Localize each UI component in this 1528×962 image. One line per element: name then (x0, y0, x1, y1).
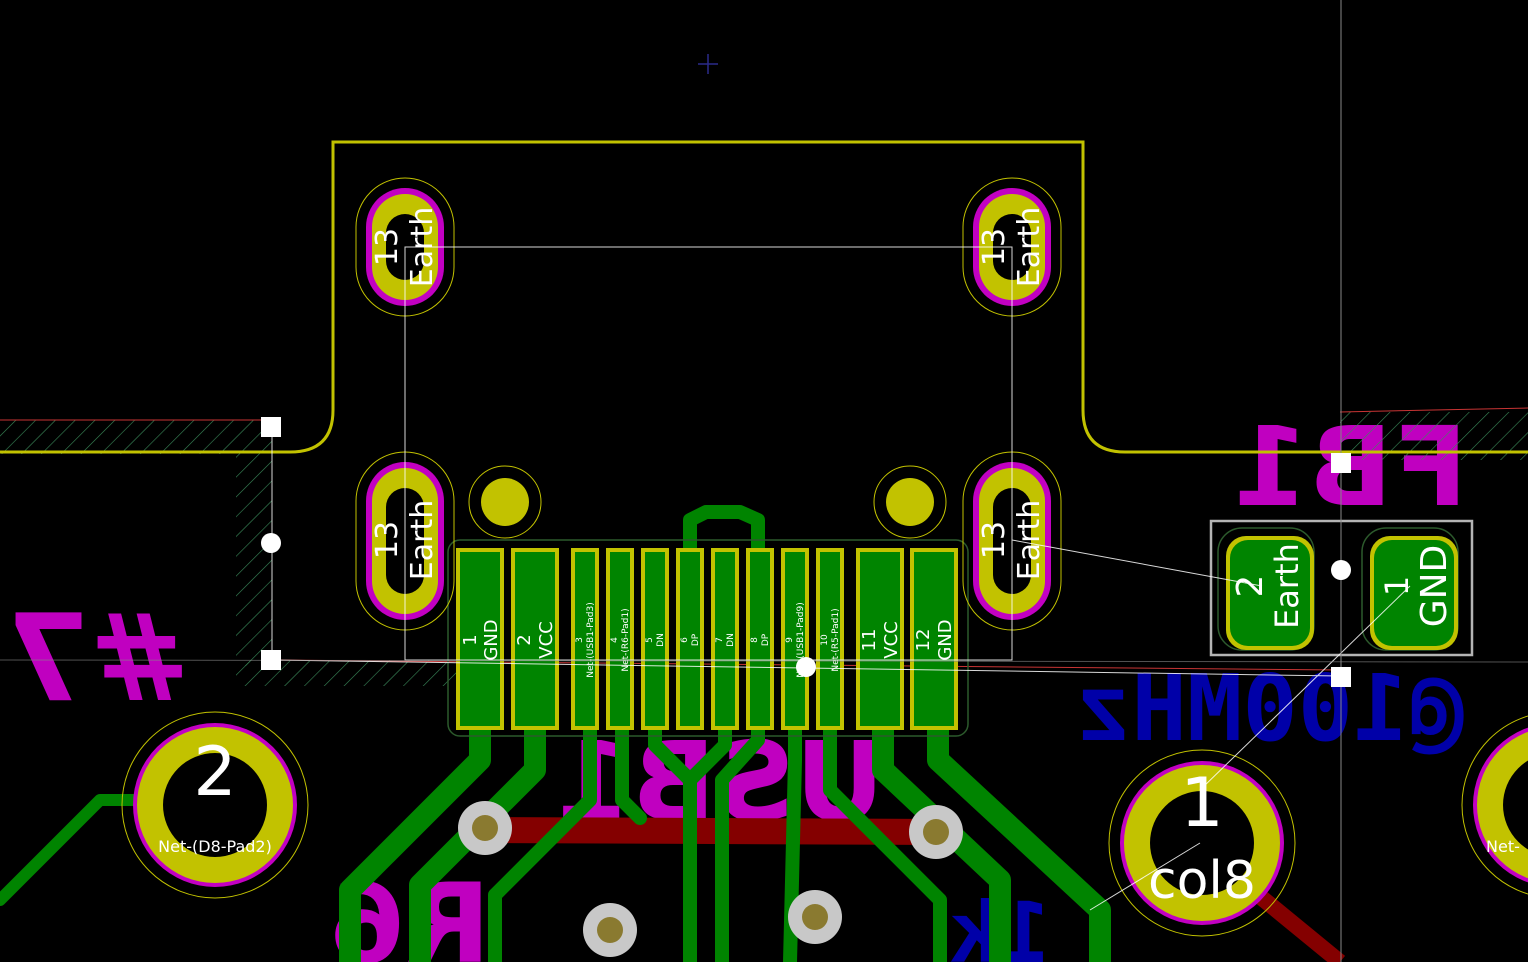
pin-net: DP (691, 633, 701, 646)
diode-pad[interactable]: 2 Net-(D8-Pad2) (121, 711, 309, 899)
pin-number: 6 (680, 637, 690, 643)
pin-net: DN (656, 633, 666, 647)
usb-pin[interactable]: 1 GND (456, 548, 504, 730)
cursor-guide-h (0, 659, 1528, 663)
pin-number: 4 (610, 637, 620, 643)
via[interactable] (583, 903, 637, 957)
pad-number: 1 (1378, 576, 1416, 596)
pin-number: 5 (645, 637, 655, 643)
usb-pin[interactable]: 11 VCC (856, 548, 904, 730)
usb1-pin-clearances (447, 539, 969, 737)
pad-net: Net- (1486, 837, 1520, 856)
vias (458, 801, 963, 957)
fb1-fab-value: @100MHz (1076, 655, 1464, 762)
silk-fragment-left: #7 (6, 590, 190, 729)
via[interactable] (788, 890, 842, 944)
pin-number: 12 (913, 629, 934, 652)
usb-pin[interactable]: 5 DN (641, 548, 669, 730)
pad-number: 13 (370, 228, 405, 266)
usb-pin[interactable]: 6 DP (676, 548, 704, 730)
grid-origin-marker (698, 54, 718, 74)
usb-pin[interactable]: 7 DN (711, 548, 739, 730)
pin-net: DN (726, 633, 736, 647)
pin-net: GND (935, 619, 956, 660)
edit-handles (261, 417, 1351, 687)
pad-number: 13 (977, 521, 1012, 559)
pin-net: DP (761, 633, 771, 646)
pin-number: 1 (460, 634, 481, 645)
drag-handle[interactable] (261, 533, 281, 553)
pad-number: 1 (1180, 764, 1223, 843)
usb1-pins: 1 GND 2 VCC 3 Net-(USB1-Pad3) 4 Net-(R6-… (456, 548, 958, 730)
drag-handle[interactable] (796, 657, 816, 677)
pin-number: 7 (715, 637, 725, 643)
drag-handle[interactable] (1331, 453, 1351, 473)
pad-net: col8 (1148, 851, 1256, 911)
pin-number: 9 (785, 637, 795, 643)
usb1-mount-holes (468, 465, 947, 539)
fb1-pad[interactable]: 1 GND (1361, 527, 1459, 651)
col8-pad[interactable]: 1 col8 (1108, 749, 1296, 937)
usb-pin[interactable]: 2 VCC (511, 548, 559, 730)
pad-number: 13 (370, 521, 405, 559)
pin-net: VCC (881, 621, 902, 658)
pad-net: GND (1414, 545, 1455, 628)
drag-handle[interactable] (1331, 560, 1351, 580)
board-edge (0, 140, 1528, 454)
shield-pad[interactable]: 13 Earth (962, 177, 1062, 317)
pin-net: Net-(USB1-Pad9) (796, 602, 806, 678)
usb-pin[interactable]: 3 Net-(USB1-Pad3) (571, 548, 599, 730)
ratsnest (271, 246, 1411, 911)
drag-handle[interactable] (261, 417, 281, 437)
via[interactable] (458, 801, 512, 855)
drag-handle[interactable] (261, 650, 281, 670)
pad-number: 2 (1230, 575, 1271, 598)
usb-pin[interactable]: 10 Net-(R5-Pad1) (816, 548, 844, 730)
pin-number: 2 (514, 634, 535, 645)
pad-net: Earth (1012, 207, 1047, 287)
usb-pin[interactable]: 8 DP (746, 548, 774, 730)
pin-number: 10 (820, 634, 830, 646)
via[interactable] (909, 805, 963, 859)
pad-net: Earth (1268, 543, 1306, 629)
usb1-shield-pads: 13 Earth 13 Earth 13 Earth 13 Earth (355, 177, 1062, 631)
pin-number: 11 (859, 629, 880, 652)
usb-pin[interactable]: 9 Net-(USB1-Pad9) (781, 548, 809, 730)
pin-net: GND (481, 619, 502, 660)
usb-pin[interactable]: 4 Net-(R6-Pad1) (606, 548, 634, 730)
pin-net: Net-(USB1-Pad3) (586, 602, 596, 678)
fb1-pad[interactable]: 2 Earth (1217, 527, 1315, 651)
pin-net: Net-(R6-Pad1) (621, 608, 631, 671)
pin-number: 3 (575, 637, 585, 643)
pad-number: 2 (193, 733, 236, 812)
drag-handle[interactable] (1331, 667, 1351, 687)
usb-pin[interactable]: 12 GND (910, 548, 958, 730)
pad-net: Earth (405, 500, 440, 580)
partial-pad[interactable]: Net- (1461, 712, 1528, 898)
pin-net: VCC (536, 621, 557, 658)
pin-net: Net-(R5-Pad1) (831, 608, 841, 671)
pad-net: Net-(D8-Pad2) (158, 837, 272, 856)
fb1-footprint[interactable]: 2 Earth 1 GND (1209, 519, 1474, 657)
pad-net: Earth (1012, 500, 1047, 580)
pin-number: 8 (750, 637, 760, 643)
